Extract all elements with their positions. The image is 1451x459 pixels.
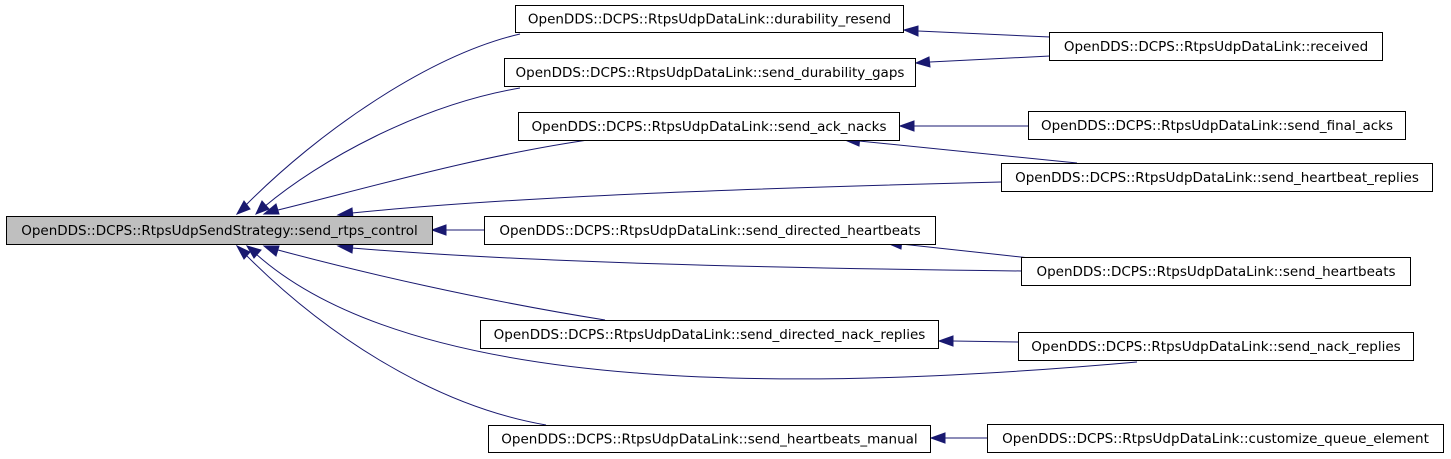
node-box xyxy=(515,5,904,33)
node-box xyxy=(504,58,916,87)
edge-arrowhead xyxy=(929,432,946,444)
edge-send-heartbeat-replies-to-send-rtps-control xyxy=(351,181,1002,214)
edge-arrowhead xyxy=(898,120,915,132)
edge-arrowhead xyxy=(937,335,954,347)
node-send-ack-nacks[interactable]: OpenDDS::DCPS::RtpsUdpDataLink::send_ack… xyxy=(518,112,900,141)
node-box xyxy=(1028,111,1406,140)
edge-durability-resend-to-send-rtps-control xyxy=(243,33,521,208)
node-box xyxy=(1018,332,1414,361)
edge-send-heartbeat-replies-to-send-ack-nacks xyxy=(858,140,1078,164)
node-send-final-acks[interactable]: OpenDDS::DCPS::RtpsUdpDataLink::send_fin… xyxy=(1028,111,1406,140)
node-send-heartbeat-replies[interactable]: OpenDDS::DCPS::RtpsUdpDataLink::send_hea… xyxy=(1001,163,1433,192)
node-label: OpenDDS::DCPS::RtpsUdpSendStrategy::send… xyxy=(21,223,418,239)
edge-arrowhead xyxy=(430,224,447,236)
node-label: OpenDDS::DCPS::RtpsUdpDataLink::send_dir… xyxy=(499,223,920,239)
edge-send-ack-nacks-to-send-rtps-control xyxy=(277,138,596,211)
node-label: OpenDDS::DCPS::RtpsUdpDataLink::send_ack… xyxy=(532,119,887,135)
node-send-heartbeats[interactable]: OpenDDS::DCPS::RtpsUdpDataLink::send_hea… xyxy=(1021,257,1411,286)
edge-arrowhead xyxy=(262,203,280,215)
node-box xyxy=(1049,32,1383,61)
edge-arrowhead xyxy=(255,200,270,215)
node-label: OpenDDS::DCPS::RtpsUdpDataLink::send_hea… xyxy=(1015,170,1419,186)
node-box xyxy=(488,425,931,453)
node-box xyxy=(484,216,936,245)
edge-received-to-send-durability-gaps xyxy=(929,55,1051,63)
node-send-durability-gaps[interactable]: OpenDDS::DCPS::RtpsUdpDataLink::send_dur… xyxy=(504,58,916,87)
node-label: OpenDDS::DCPS::RtpsUdpDataLink::send_nac… xyxy=(1031,339,1400,355)
node-send-rtps-control[interactable]: OpenDDS::DCPS::RtpsUdpSendStrategy::send… xyxy=(6,216,433,245)
node-send-nack-replies[interactable]: OpenDDS::DCPS::RtpsUdpDataLink::send_nac… xyxy=(1018,332,1414,361)
node-received[interactable]: OpenDDS::DCPS::RtpsUdpDataLink::received xyxy=(1049,32,1383,61)
node-box xyxy=(1001,163,1433,192)
edge-arrowhead xyxy=(235,244,251,260)
edge-send-nack-replies-to-send-rtps-control xyxy=(255,253,1138,380)
edge-received-to-durability-resend xyxy=(917,30,1051,38)
node-box xyxy=(518,112,900,141)
node-label: OpenDDS::DCPS::RtpsUdpDataLink::customiz… xyxy=(1002,431,1429,447)
edge-arrowhead xyxy=(902,25,919,37)
node-label: OpenDDS::DCPS::RtpsUdpDataLink::send_dir… xyxy=(494,327,926,343)
node-box xyxy=(1021,257,1411,286)
edge-arrowhead xyxy=(262,245,280,257)
node-label: OpenDDS::DCPS::RtpsUdpDataLink::received xyxy=(1064,39,1368,55)
node-label: OpenDDS::DCPS::RtpsUdpDataLink::send_hea… xyxy=(1036,264,1395,280)
edge-send-heartbeats-to-send-rtps-control xyxy=(351,247,1023,272)
edge-send-heartbeats-manual-to-send-rtps-control xyxy=(243,252,547,426)
edge-arrowhead xyxy=(914,56,931,68)
edge-send-heartbeats-to-send-directed-heartbeats xyxy=(900,243,1031,259)
node-send-directed-nack-replies[interactable]: OpenDDS::DCPS::RtpsUdpDataLink::send_dir… xyxy=(480,320,939,349)
nodes: OpenDDS::DCPS::RtpsUdpSendStrategy::send… xyxy=(6,5,1444,453)
node-box xyxy=(480,320,939,349)
node-send-directed-heartbeats[interactable]: OpenDDS::DCPS::RtpsUdpDataLink::send_dir… xyxy=(484,216,936,245)
node-customize-queue-element[interactable]: OpenDDS::DCPS::RtpsUdpDataLink::customiz… xyxy=(987,424,1444,453)
node-send-heartbeats-manual[interactable]: OpenDDS::DCPS::RtpsUdpDataLink::send_hea… xyxy=(488,425,931,453)
edge-arrowhead xyxy=(235,200,251,215)
node-label: OpenDDS::DCPS::RtpsUdpDataLink::send_fin… xyxy=(1041,118,1393,134)
node-box-root xyxy=(6,216,433,245)
node-label: OpenDDS::DCPS::RtpsUdpDataLink::send_dur… xyxy=(516,65,905,81)
node-box xyxy=(987,424,1444,453)
edge-send-durability-gaps-to-send-rtps-control xyxy=(263,87,521,208)
edge-send-directed-nack-replies-to-send-rtps-control xyxy=(277,249,606,321)
node-label: OpenDDS::DCPS::RtpsUdpDataLink::durabili… xyxy=(528,12,891,28)
node-durability-resend[interactable]: OpenDDS::DCPS::RtpsUdpDataLink::durabili… xyxy=(515,5,904,33)
node-label: OpenDDS::DCPS::RtpsUdpDataLink::send_hea… xyxy=(501,432,917,448)
edge-send-nack-replies-to-send-directed-nack-replies xyxy=(952,340,1019,343)
